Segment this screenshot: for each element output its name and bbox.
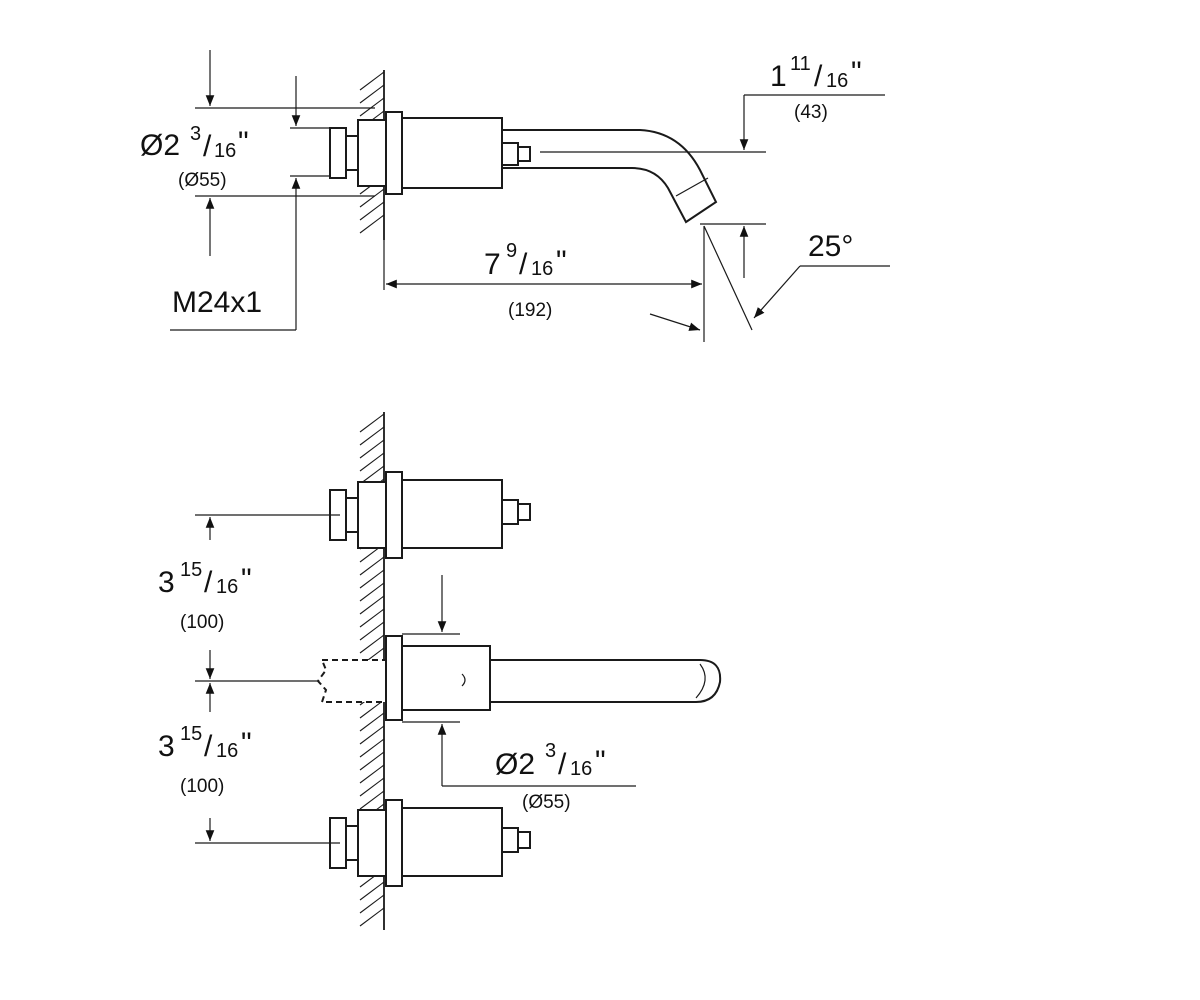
wall-hatch-line — [359, 712, 385, 732]
spacing-upper-num: 15 — [180, 559, 202, 581]
wall-hatch-line — [359, 894, 385, 914]
dia-dimension-front — [402, 575, 636, 787]
dia-den-front: 16 — [570, 758, 592, 780]
spacing-upper-mm: (100) — [180, 612, 224, 633]
reach-slash: / — [519, 248, 528, 281]
dia-unit-front: " — [595, 745, 606, 778]
upper-handle — [329, 471, 531, 559]
wall-hatch-line — [359, 777, 385, 797]
dia-whole-top: Ø2 — [140, 129, 180, 162]
wall-hatch-line — [359, 556, 385, 576]
wall-hatch-line — [359, 751, 385, 771]
spout-front — [316, 635, 722, 721]
wall-hatch-line — [359, 881, 385, 901]
dia-dimension-top — [170, 50, 375, 331]
rise-den: 16 — [826, 70, 848, 92]
front-view: 3 15 / 16 " (100) 3 15 / 16 " (100) Ø2 3… — [158, 412, 722, 930]
dia-unit-top: " — [238, 126, 249, 159]
wall-hatch-line — [359, 621, 385, 641]
wall-hatch-line — [359, 569, 385, 589]
reach-num: 9 — [506, 240, 517, 262]
wall-hatch-line — [359, 907, 385, 927]
wall-hatch-line — [359, 426, 385, 446]
reach-whole: 7 — [484, 248, 501, 281]
wall-hatch-line — [359, 608, 385, 628]
top-view: Ø2 3 / 16 " (Ø55) M24x1 1 11 / 16 " (43)… — [140, 50, 890, 342]
wall-hatch-line — [359, 582, 385, 602]
wall-hatch-line — [359, 188, 385, 208]
lower-handle — [329, 799, 531, 887]
spacing-lower-mm: (100) — [180, 776, 224, 797]
spacing-upper-slash: / — [204, 566, 213, 599]
spacing-lower-den: 16 — [216, 740, 238, 762]
wall-hatch-line — [359, 71, 385, 91]
wall-hatch-line — [359, 725, 385, 745]
dia-den-top: 16 — [214, 140, 236, 162]
dia-mm-top: (Ø55) — [178, 170, 227, 191]
dia-slash-front: / — [558, 748, 567, 781]
rise-slash: / — [814, 60, 823, 93]
dia-whole-front: Ø2 — [495, 748, 535, 781]
spacing-upper-unit: " — [241, 563, 252, 596]
rise-mm: (43) — [794, 102, 828, 123]
rise-unit: " — [851, 56, 862, 89]
spacing-lower-num: 15 — [180, 723, 202, 745]
reach-unit: " — [556, 245, 567, 278]
angle-dimension — [753, 265, 890, 319]
spacing-dimension — [195, 514, 340, 844]
spacing-upper-den: 16 — [216, 576, 238, 598]
wall-hatch-line — [359, 595, 385, 615]
wall-hatch-line — [359, 439, 385, 459]
wall-hatch-line — [359, 790, 385, 810]
wall-hatch-line — [359, 84, 385, 104]
dia-slash-top: / — [203, 130, 212, 163]
wall-hatch-line — [359, 201, 385, 221]
wall-hatch-line — [359, 738, 385, 758]
wall-hatch-line — [359, 764, 385, 784]
dia-num-front: 3 — [545, 740, 556, 762]
wall-hatch-line — [359, 214, 385, 234]
wall-hatch-line — [359, 97, 385, 117]
reach-den: 16 — [531, 258, 553, 280]
rise-dimension — [540, 94, 885, 278]
dia-num-top: 3 — [190, 123, 201, 145]
angle-label: 25° — [808, 230, 853, 263]
rise-num: 11 — [790, 53, 811, 75]
reach-dimension — [383, 225, 753, 342]
spacing-upper-whole: 3 — [158, 566, 175, 599]
rise-whole: 1 — [770, 60, 787, 93]
dia-mm-front: (Ø55) — [522, 792, 571, 813]
thread-label: M24x1 — [172, 286, 262, 319]
spacing-lower-whole: 3 — [158, 730, 175, 763]
wall-hatch-line — [359, 452, 385, 472]
wall-hatch-line — [359, 413, 385, 433]
wall-hatch-line — [359, 634, 385, 654]
valve-body-top — [329, 111, 718, 224]
reach-mm: (192) — [508, 300, 552, 321]
spacing-lower-slash: / — [204, 730, 213, 763]
spacing-lower-unit: " — [241, 727, 252, 760]
